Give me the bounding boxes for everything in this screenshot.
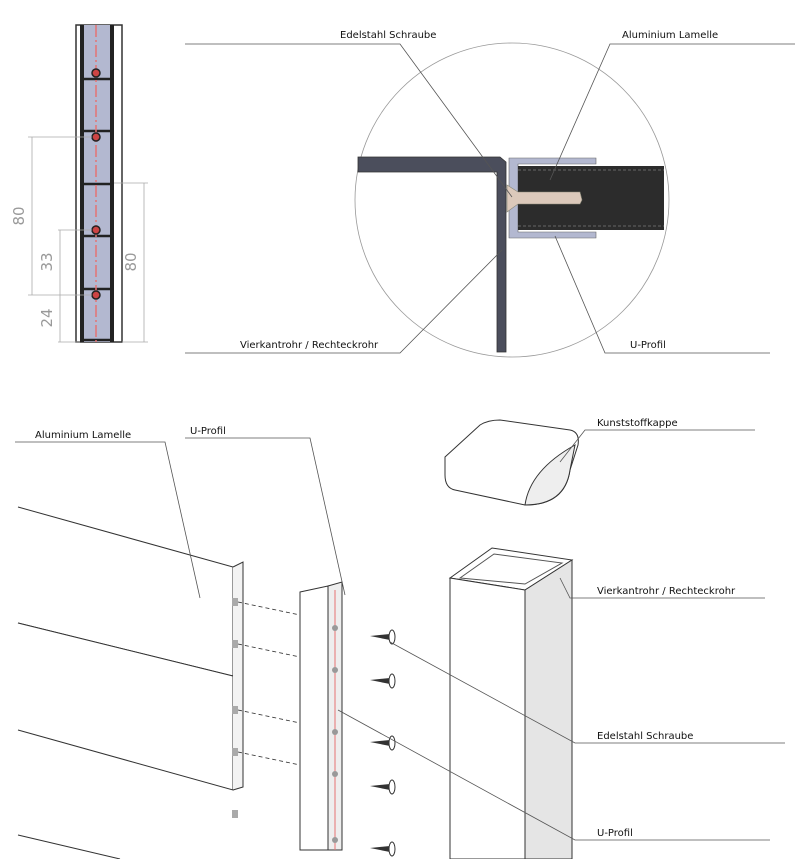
dimension-24: 24 xyxy=(38,308,56,327)
u-profile-section xyxy=(508,157,597,239)
post-front xyxy=(449,577,526,859)
label-u-profil-top: U-Profil xyxy=(190,426,226,437)
dimension-80-left: 80 xyxy=(10,206,28,225)
label-u-profil: U-Profil xyxy=(630,340,666,351)
screws xyxy=(370,629,396,857)
label-edelstahl-schraube: Edelstahl Schraube xyxy=(597,731,693,742)
dimension-33: 33 xyxy=(38,252,56,271)
screw-section xyxy=(506,184,583,213)
lamella-dividers xyxy=(82,77,112,342)
label-aluminium-lamelle: Aluminium Lamelle xyxy=(35,430,131,441)
label-vierkantrohr: Vierkantrohr / Rechteckrohr xyxy=(240,340,379,351)
u-profile-front xyxy=(299,585,329,851)
label-u-profil-bottom: U-Profil xyxy=(597,828,633,839)
dimension-80-right: 80 xyxy=(122,252,140,271)
aluminium-lamellas xyxy=(17,506,244,859)
detail-view: Edelstahl Schraube Aluminium Lamelle Vie… xyxy=(185,30,795,358)
screw-holes xyxy=(91,68,101,300)
label-aluminium-lamelle: Aluminium Lamelle xyxy=(622,30,718,41)
label-edelstahl-schraube: Edelstahl Schraube xyxy=(340,30,436,41)
label-kunststoffkappe: Kunststoffkappe xyxy=(597,418,678,429)
cap-side xyxy=(524,444,576,506)
post-opening xyxy=(458,553,564,585)
post-section xyxy=(357,156,507,353)
assembly-guides xyxy=(237,601,301,766)
detail-leaders xyxy=(185,43,795,354)
post-side xyxy=(524,559,573,859)
exploded-leaders xyxy=(15,429,785,841)
u-profile-holes xyxy=(332,625,338,843)
exploded-view: Aluminium Lamelle U-Profil Kunststoffkap… xyxy=(15,418,785,859)
lamella-holes xyxy=(232,598,238,818)
dimension-lines xyxy=(28,136,148,343)
label-vierkantrohr: Vierkantrohr / Rechteckrohr xyxy=(597,586,736,597)
section-view: 80 33 24 80 xyxy=(10,24,148,343)
